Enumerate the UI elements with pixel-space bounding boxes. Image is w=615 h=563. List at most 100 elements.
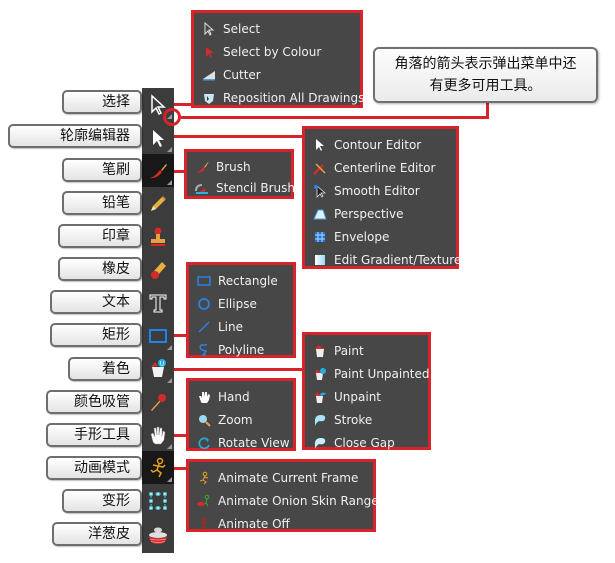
menu-item-reposition-all-drawings[interactable]: Reposition All Drawings — [194, 86, 364, 109]
menu-item-rectangle[interactable]: Rectangle — [189, 269, 293, 292]
tool-eraser[interactable] — [142, 253, 174, 286]
tool-transform[interactable] — [142, 484, 174, 517]
animate-current-frame-icon — [199, 471, 209, 484]
tool-contour-editor[interactable] — [142, 121, 174, 154]
menu-item-perspective[interactable]: Perspective — [305, 202, 456, 225]
menu-item-label: Animate Current Frame — [218, 470, 359, 485]
tool-dropper[interactable] — [142, 385, 174, 418]
menu-item-rotate-view[interactable]: Rotate View — [189, 431, 293, 454]
brush-icon — [150, 163, 167, 178]
menu-item-select[interactable]: Select — [194, 17, 360, 40]
tool-onion-skin[interactable] — [142, 517, 174, 553]
menu-item-label: Perspective — [334, 206, 404, 221]
line-icon — [198, 320, 210, 333]
popup-view-tools: Hand Zoom Rotate View — [186, 378, 296, 451]
popup-brush-tools: Brush Stencil Brush — [184, 149, 295, 199]
label-contour-editor: 轮廓编辑器 — [8, 124, 142, 148]
menu-item-animate-current-frame[interactable]: Animate Current Frame — [189, 466, 373, 489]
rectangle-icon — [149, 328, 167, 343]
menu-item-close-gap[interactable]: Close Gap — [305, 431, 428, 454]
label-rectangle: 矩形 — [50, 323, 142, 347]
menu-item-label: Rectangle — [218, 273, 278, 288]
menu-item-line[interactable]: Line — [189, 315, 293, 338]
tool-rectangle[interactable] — [142, 319, 174, 352]
animate-onion-skin-icon — [197, 494, 210, 506]
menu-item-label: Animate Onion Skin Range — [218, 493, 379, 508]
smooth-editor-icon — [314, 184, 327, 198]
menu-item-brush[interactable]: Brush — [187, 156, 291, 177]
tool-stamp[interactable] — [142, 220, 174, 253]
menu-item-paint-unpainted[interactable]: Paint Unpainted — [305, 362, 430, 385]
menu-item-label: Cutter — [223, 67, 261, 82]
menu-item-paint[interactable]: Paint — [305, 339, 428, 362]
contour-editor-icon — [153, 129, 164, 147]
unpaint-icon — [315, 391, 326, 403]
callout-line-2: 有更多可用工具。 — [429, 78, 542, 94]
stroke-icon — [314, 414, 326, 426]
callout-note: 角落的箭头表示弹出菜单中还 有更多可用工具。 — [373, 47, 598, 103]
stencil-brush-icon — [195, 183, 208, 194]
label-onion-skin: 洋葱皮 — [52, 522, 142, 546]
menu-item-label: Select by Colour — [223, 44, 322, 59]
animate-off-icon — [201, 517, 207, 530]
menu-item-label: Reposition All Drawings — [223, 90, 365, 105]
zoom-icon — [199, 414, 211, 427]
menu-item-animate-off[interactable]: Animate Off — [189, 512, 373, 535]
tool-text[interactable] — [142, 286, 174, 319]
connector-animate — [174, 467, 186, 470]
contour-editor-icon — [316, 138, 324, 151]
popup-corner-indicator — [167, 477, 172, 482]
connector-paint — [174, 368, 304, 371]
menu-item-stencil-brush[interactable]: Stencil Brush — [187, 177, 295, 198]
centerline-editor-icon — [313, 162, 326, 175]
menu-item-stroke[interactable]: Stroke — [305, 408, 428, 431]
menu-item-select-by-colour[interactable]: Select by Colour — [194, 40, 360, 63]
tool-pencil[interactable] — [142, 187, 174, 220]
menu-item-hand[interactable]: Hand — [189, 385, 293, 408]
hand-icon — [150, 426, 166, 444]
reposition-icon — [204, 93, 214, 104]
menu-item-label: Paint Unpainted — [334, 366, 430, 381]
brush-icon — [196, 161, 209, 173]
connector-contour — [174, 135, 304, 138]
menu-item-smooth-editor[interactable]: Smooth Editor — [305, 179, 456, 202]
menu-item-envelope[interactable]: Envelope — [305, 225, 456, 248]
menu-item-animate-onion-skin-range[interactable]: Animate Onion Skin Range — [189, 489, 379, 512]
label-animate-mode: 动画模式 — [46, 456, 142, 480]
menu-item-centerline-editor[interactable]: Centerline Editor — [305, 156, 456, 179]
label-brush: 笔刷 — [62, 158, 142, 182]
menu-item-label: Select — [223, 21, 261, 36]
tools-toolbar: U — [142, 88, 174, 553]
menu-item-label: Hand — [218, 389, 250, 404]
tool-paint[interactable]: U — [142, 352, 174, 385]
menu-item-label: Ellipse — [218, 296, 257, 311]
stamp-icon — [151, 227, 165, 246]
menu-item-polyline[interactable]: Polyline — [189, 338, 293, 361]
menu-item-label: Unpaint — [334, 389, 382, 404]
connector-callout — [181, 116, 489, 119]
menu-item-cutter[interactable]: Cutter — [194, 63, 360, 86]
menu-item-contour-editor[interactable]: Contour Editor — [305, 133, 456, 156]
tool-hand[interactable] — [142, 418, 174, 451]
menu-item-label: Polyline — [218, 342, 265, 357]
menu-item-edit-gradient-texture[interactable]: Edit Gradient/Texture — [305, 248, 461, 271]
pencil-icon — [151, 195, 166, 211]
connector-shape — [174, 334, 186, 337]
ellipse-icon — [198, 297, 210, 310]
menu-item-ellipse[interactable]: Ellipse — [189, 292, 293, 315]
menu-item-zoom[interactable]: Zoom — [189, 408, 293, 431]
popup-animate-tools: Animate Current Frame Animate Onion Skin… — [186, 459, 379, 535]
menu-item-label: Paint — [334, 343, 364, 358]
popup-shape-tools: Rectangle Ellipse Line Polyline — [186, 262, 296, 358]
popup-corner-indicator — [167, 180, 172, 185]
rotate-view-icon — [198, 437, 210, 449]
menu-item-label: Contour Editor — [334, 137, 422, 152]
menu-item-unpaint[interactable]: Unpaint — [305, 385, 428, 408]
tool-brush[interactable] — [142, 154, 174, 187]
tool-animate-mode[interactable] — [142, 451, 174, 484]
menu-item-label: Animate Off — [218, 516, 290, 531]
select-arrow-icon — [151, 93, 166, 115]
svg-text:U: U — [160, 360, 164, 367]
paint-unpainted-icon — [315, 367, 326, 380]
popup-corner-indicator — [167, 444, 172, 449]
